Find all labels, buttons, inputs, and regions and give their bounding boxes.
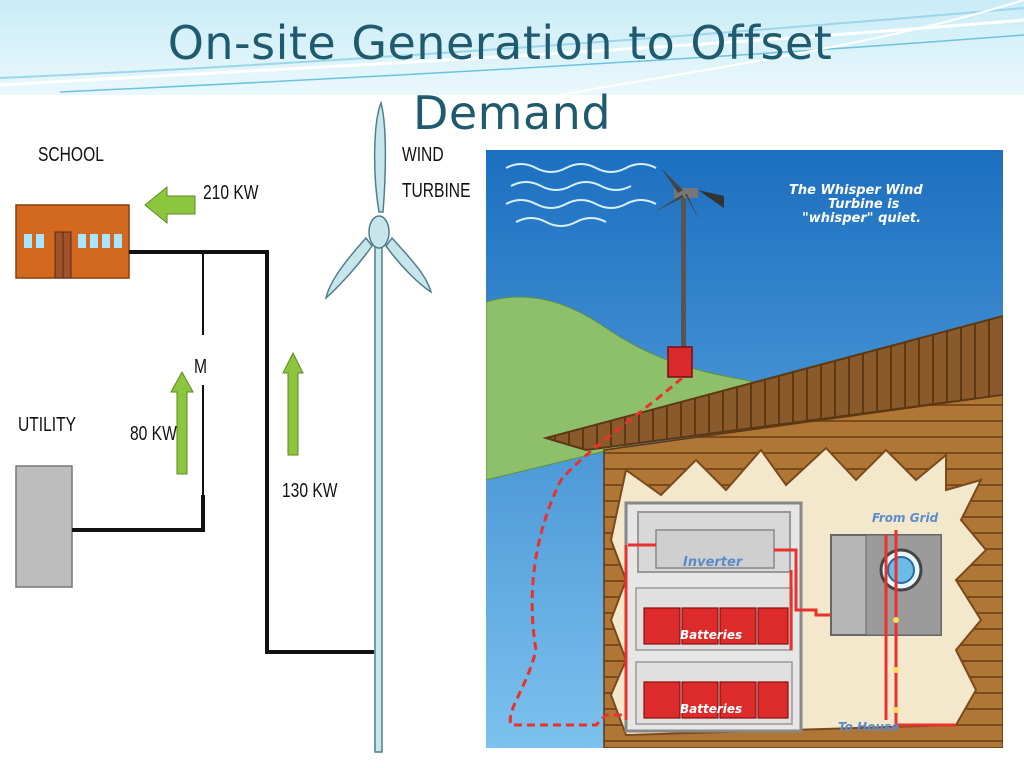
caption-line2: Turbine is xyxy=(828,197,900,212)
caption-line1: The Whisper Wind xyxy=(789,183,923,198)
meter-label: M xyxy=(194,356,208,378)
flow-from-turbine-label: 130 KW xyxy=(282,480,338,502)
utility-box xyxy=(15,465,73,588)
arrow-to-school xyxy=(144,185,196,225)
slide-title-line2: Demand xyxy=(412,86,612,140)
slide-title-line1: On-site Generation to Offset xyxy=(167,16,833,70)
from-grid-label: From Grid xyxy=(872,511,939,525)
utility-label: UTILITY xyxy=(18,414,77,436)
school-building xyxy=(15,204,130,279)
wiring xyxy=(72,250,374,654)
batteries-upper-label: Batteries xyxy=(680,628,743,642)
flow-from-utility-label: 80 KW xyxy=(130,423,177,445)
power-flow-diagram xyxy=(15,100,433,753)
school-label: SCHOOL xyxy=(38,144,104,166)
wind-turbine-label-line1: WIND xyxy=(402,144,444,166)
inverter-label: Inverter xyxy=(683,555,743,570)
wind-turbine-label-line2: TURBINE xyxy=(402,180,471,202)
wind-turbine xyxy=(324,100,433,753)
arrow-from-turbine xyxy=(282,351,304,456)
flow-to-school-label: 210 KW xyxy=(203,182,259,204)
home-wind-system-illustration xyxy=(486,150,1003,748)
to-house-label: To House xyxy=(838,720,900,734)
arrow-from-utility xyxy=(170,370,194,475)
batteries-lower-label: Batteries xyxy=(680,702,743,716)
caption-line3: "whisper" quiet. xyxy=(802,211,922,226)
